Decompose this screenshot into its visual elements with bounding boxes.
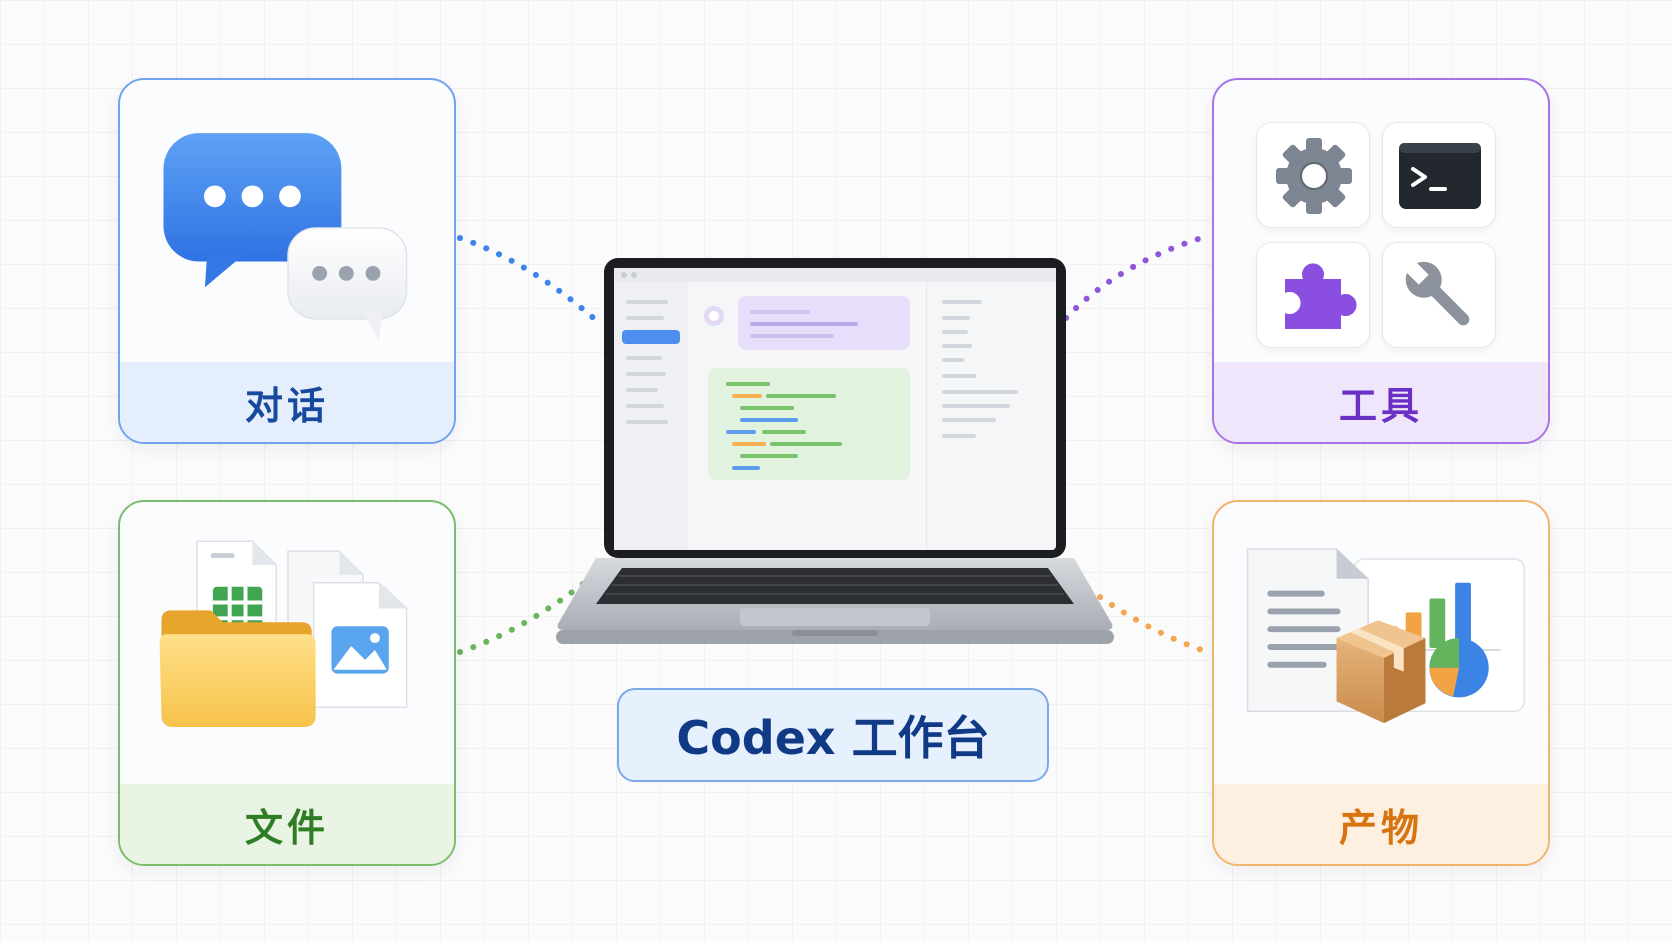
chat-bubble-small-icon	[287, 227, 408, 341]
gear-tile	[1256, 122, 1370, 228]
laptop	[556, 258, 1114, 644]
image-file-icon	[312, 582, 408, 708]
tools-label: 工具	[1214, 362, 1548, 442]
files-card: 文件	[118, 500, 456, 866]
output-card: 产物	[1212, 500, 1550, 866]
app-right-panel	[926, 282, 1018, 550]
chat-bubble-icon	[163, 133, 342, 288]
terminal-icon	[1399, 143, 1481, 209]
laptop-base	[556, 558, 1114, 644]
code-lines	[726, 382, 842, 470]
chat-art	[163, 133, 408, 341]
app-main	[704, 296, 910, 480]
gear-icon	[1276, 138, 1352, 214]
files-art	[159, 540, 408, 728]
pie-chart-icon	[1429, 638, 1489, 698]
puzzle-icon	[1285, 263, 1357, 329]
app-window	[614, 268, 1056, 550]
terminal-tile	[1382, 122, 1496, 228]
chat-label: 对话	[120, 362, 454, 442]
output-label: 产物	[1214, 784, 1548, 864]
output-art	[1246, 548, 1526, 724]
connector-chat	[457, 235, 601, 325]
folder-icon	[159, 610, 316, 728]
workbench-title: Codex 工作台	[617, 688, 1049, 782]
chat-card: 对话	[118, 78, 456, 444]
puzzle-tile	[1256, 242, 1370, 348]
connector-output	[1063, 569, 1211, 655]
tools-card: 工具	[1212, 78, 1550, 444]
wrench-icon	[1403, 259, 1470, 326]
files-label: 文件	[120, 784, 454, 864]
app-sidebar	[614, 282, 688, 550]
keyboard	[596, 568, 1074, 604]
wrench-tile	[1382, 242, 1496, 348]
package-box-icon	[1336, 620, 1426, 724]
